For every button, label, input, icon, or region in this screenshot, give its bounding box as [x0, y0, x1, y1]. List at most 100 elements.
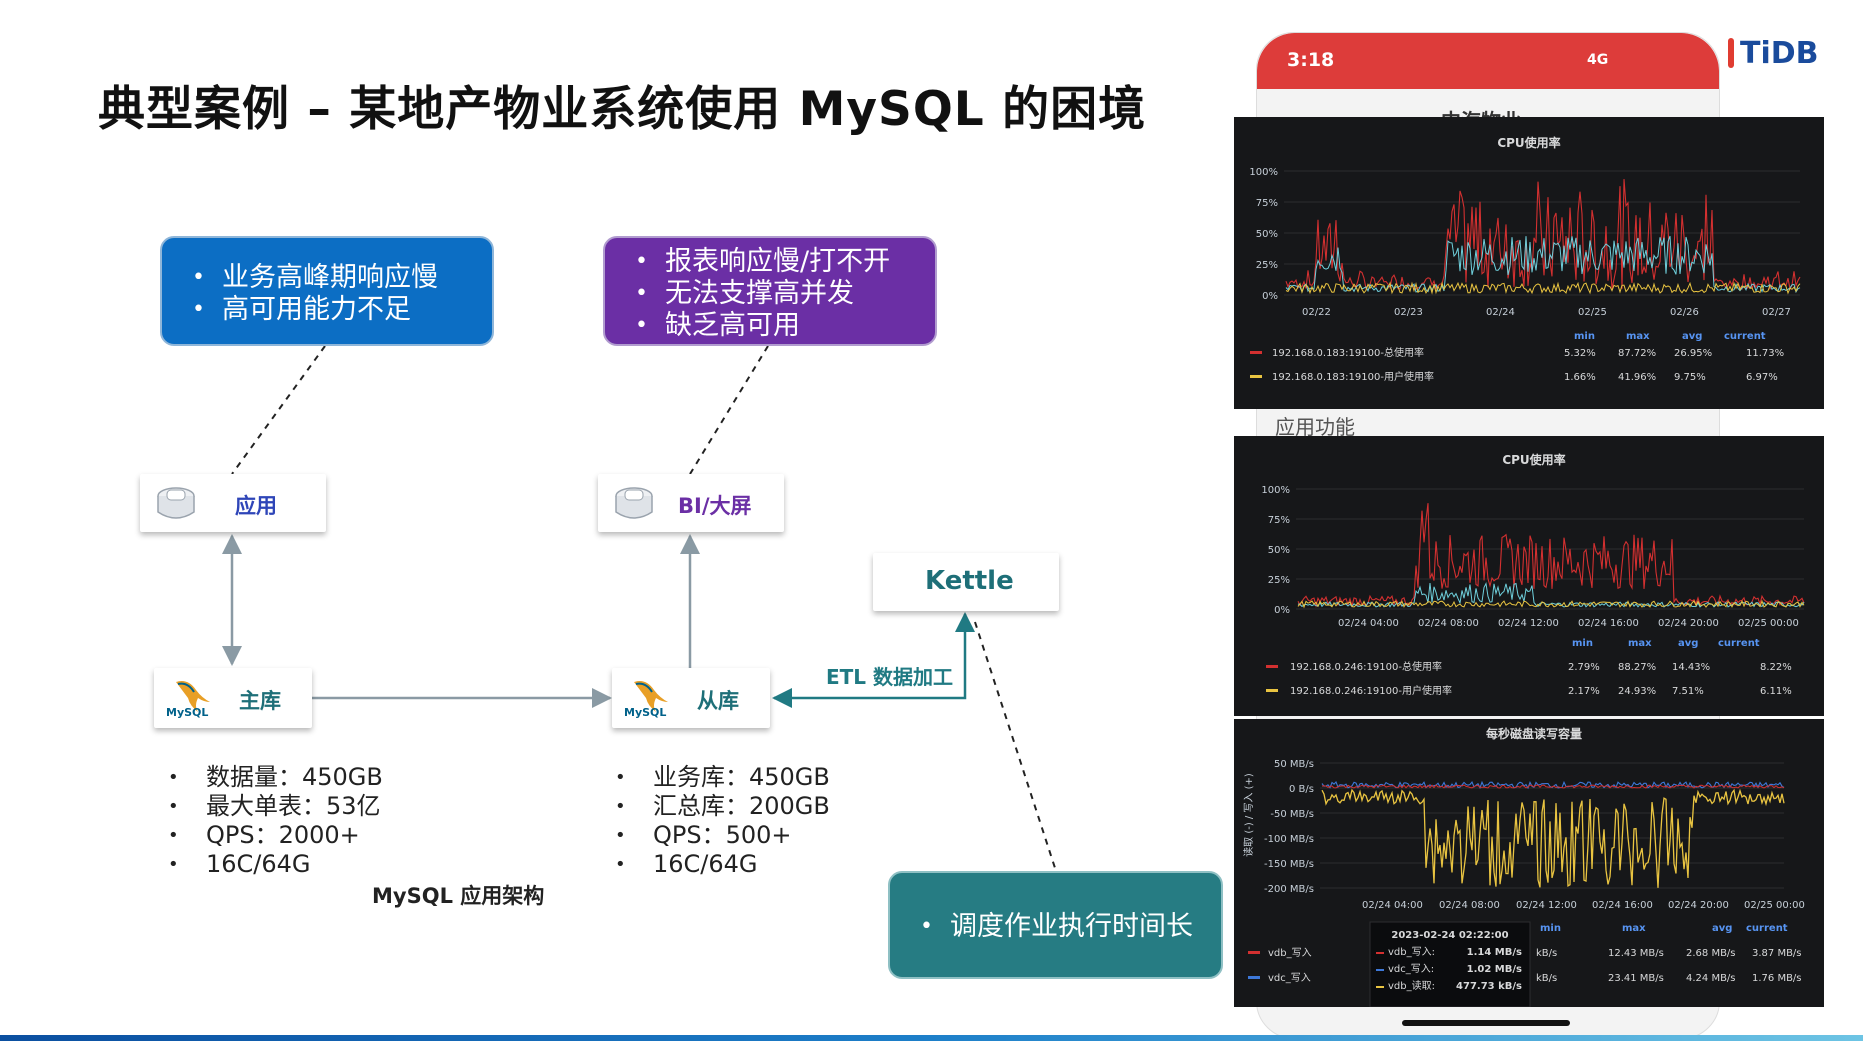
- etl-label: ETL 数据加工: [826, 665, 954, 689]
- callout-schedule-issues: 调度作业执行时间长: [888, 871, 1223, 979]
- spec-item: 最大单表：53亿: [166, 792, 383, 821]
- series-user-line: [1297, 599, 1805, 609]
- bottom-stripe: [0, 1035, 1863, 1041]
- spec-item: 16C/64G: [613, 850, 830, 879]
- legend-value: 6.11%: [1760, 686, 1792, 697]
- tooltip-label: vdb_写入:: [1388, 946, 1435, 958]
- legend-value: 14.43%: [1672, 662, 1710, 673]
- legend-value: 2.79%: [1568, 662, 1600, 673]
- callout-item: 无法支撑高并发: [627, 278, 935, 310]
- node-master-label: 主库: [239, 689, 281, 713]
- legend-value: 6.97%: [1746, 372, 1778, 383]
- ytick-label: -150 MB/s: [1264, 859, 1314, 870]
- stat-header: min: [1540, 923, 1561, 934]
- spec-item: 汇总库：200GB: [613, 792, 830, 821]
- cpu-chart-1-stat-headers: min max avg current: [1574, 331, 1766, 342]
- xtick-label: 02/24 20:00: [1658, 618, 1719, 629]
- cpu-chart-2-legend-row: 192.168.0.246:19100-总使用率 2.79% 88.27% 14…: [1266, 660, 1792, 673]
- xtick-label: 02/25 00:00: [1744, 900, 1805, 911]
- legend-value: 1.66%: [1564, 372, 1596, 383]
- node-kettle: Kettle: [873, 553, 1059, 611]
- ytick-label: 0 B/s: [1289, 784, 1314, 795]
- cpu-chart-2-yticks: 100% 75% 50% 25% 0%: [1261, 485, 1290, 616]
- ytick-label: 100%: [1249, 167, 1278, 178]
- xtick-label: 02/24 04:00: [1338, 618, 1399, 629]
- legend-value: kB/s: [1536, 973, 1557, 984]
- stat-header: avg: [1712, 923, 1732, 934]
- ytick-label: 75%: [1268, 515, 1290, 526]
- legend-value: 11.73%: [1746, 348, 1784, 359]
- callout-item: 高可用能力不足: [184, 294, 492, 326]
- slave-specs: 业务库：450GB 汇总库：200GB QPS：500+ 16C/64G: [613, 763, 830, 879]
- tidb-logo: TiDB: [1740, 36, 1819, 71]
- xtick-label: 02/26: [1670, 307, 1699, 318]
- stat-header: current: [1746, 923, 1788, 934]
- stat-header: min: [1574, 331, 1595, 342]
- dash-kettle-callout: [974, 621, 1056, 869]
- xtick-label: 02/24 16:00: [1578, 618, 1639, 629]
- stat-header: max: [1628, 638, 1652, 649]
- legend-value: 5.32%: [1564, 348, 1596, 359]
- mysql-dolphin-icon: [634, 681, 668, 712]
- dash-app-callout: [231, 345, 326, 475]
- series-total-line: [1297, 503, 1805, 608]
- legend-value: 26.95%: [1674, 348, 1712, 359]
- legend-swatch: [1248, 951, 1260, 954]
- disk-chart-legend-row: vdc_写入 kB/s 23.41 MB/s 4.24 MB/s 1.76 MB…: [1248, 972, 1802, 984]
- node-master-db: MySQL 主库: [154, 668, 312, 728]
- legend-value: 2.68 MB/s: [1686, 948, 1736, 959]
- legend-value: 7.51%: [1672, 686, 1704, 697]
- callout-item: 缺乏高可用: [627, 310, 935, 342]
- cpu-chart-1-panel: CPU使用率 100% 75% 50% 25% 0% 02/22 02/23 0…: [1234, 117, 1824, 409]
- ytick-label: -200 MB/s: [1264, 884, 1314, 895]
- stat-header: max: [1622, 923, 1646, 934]
- tooltip-value: 1.14 MB/s: [1467, 947, 1522, 958]
- legend-value: 87.72%: [1618, 348, 1656, 359]
- stat-header: min: [1572, 638, 1593, 649]
- legend-swatch: [1248, 976, 1260, 979]
- server-icon: [615, 487, 653, 519]
- legend-name: vdb_写入: [1268, 947, 1312, 959]
- xtick-label: 02/24 12:00: [1498, 618, 1559, 629]
- disk-chart-stat-headers: min max avg current: [1540, 923, 1788, 934]
- ytick-label: 0%: [1262, 291, 1278, 302]
- cpu-chart-1-legend-row: 192.168.0.183:19100-总使用率 5.32% 87.72% 26…: [1250, 346, 1784, 359]
- tooltip-swatch: [1376, 952, 1384, 954]
- node-app-label: 应用: [235, 494, 277, 518]
- disk-chart-legend-row: vdb_写入 kB/s 12.43 MB/s 2.68 MB/s 3.87 MB…: [1248, 947, 1802, 959]
- xtick-label: 02/24: [1486, 307, 1515, 318]
- spec-item: QPS：2000+: [166, 821, 383, 850]
- series-read-line: [1321, 788, 1785, 888]
- legend-swatch: [1250, 375, 1262, 378]
- cpu-chart-2-panel: CPU使用率 100% 75% 50% 25% 0% 02/24 04:00 0…: [1234, 436, 1824, 716]
- xtick-label: 02/27: [1762, 307, 1791, 318]
- ytick-label: 50%: [1256, 229, 1278, 240]
- legend-value: 88.27%: [1618, 662, 1656, 673]
- cpu-chart-2-title: CPU使用率: [1502, 452, 1565, 467]
- stat-header: current: [1724, 331, 1766, 342]
- xtick-label: 02/22: [1302, 307, 1331, 318]
- spec-item: 业务库：450GB: [613, 763, 830, 792]
- ytick-label: -100 MB/s: [1264, 834, 1314, 845]
- disk-chart-title: 每秒磁盘读写容量: [1486, 726, 1582, 741]
- callout-item: 业务高峰期响应慢: [184, 262, 492, 294]
- legend-value: 9.75%: [1674, 372, 1706, 383]
- cpu-chart-1-title: CPU使用率: [1497, 135, 1560, 150]
- stat-header: max: [1626, 331, 1650, 342]
- xtick-label: 02/24 04:00: [1362, 900, 1423, 911]
- callout-item: 调度作业执行时间长: [912, 911, 1221, 943]
- legend-value: 8.22%: [1760, 662, 1792, 673]
- legend-value: 41.96%: [1618, 372, 1656, 383]
- node-slave-label: 从库: [697, 689, 739, 713]
- xtick-label: 02/25: [1578, 307, 1607, 318]
- legend-value: 2.17%: [1568, 686, 1600, 697]
- xtick-label: 02/24 12:00: [1516, 900, 1577, 911]
- xtick-label: 02/24 08:00: [1418, 618, 1479, 629]
- spec-item: QPS：500+: [613, 821, 830, 850]
- mysql-logo-text: MySQL: [166, 706, 209, 719]
- disk-chart-yticks: 50 MB/s 0 B/s -50 MB/s -100 MB/s -150 MB…: [1264, 759, 1314, 895]
- disk-chart-panel: 每秒磁盘读写容量 读取 (-) / 写入 (+) 50 MB/s 0 B/s -…: [1234, 719, 1824, 1007]
- series-total-line: [1285, 179, 1801, 291]
- spec-item: 16C/64G: [166, 850, 383, 879]
- callout-bi-issues: 报表响应慢/打不开 无法支撑高并发 缺乏高可用: [603, 236, 937, 346]
